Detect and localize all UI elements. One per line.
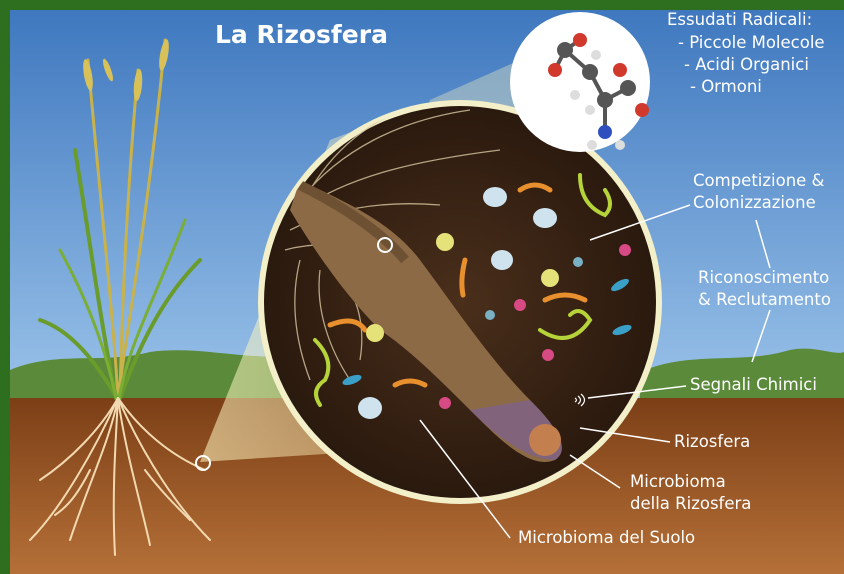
- competition-label-line1: Competizione &: [693, 173, 824, 190]
- carbon-atom: [557, 42, 573, 58]
- soil-microbiome-label: Microbioma del Suolo: [518, 530, 695, 547]
- exudate-item: - Piccole Molecole: [678, 35, 825, 52]
- chemical-signals-label: Segnali Chimici: [690, 377, 817, 394]
- competition-label-line2: Colonizzazione: [693, 195, 816, 212]
- rhizosphere-microbiome-line1: Microbioma: [630, 474, 726, 491]
- rhizosphere-label: Rizosfera: [674, 434, 750, 451]
- molecule-bubble: [510, 12, 650, 152]
- rhizosphere-microbiome-line2: della Rizosfera: [630, 496, 751, 513]
- recognition-label-line1: Riconoscimento: [698, 270, 829, 287]
- diagram-title: La Rizosfera: [215, 22, 388, 47]
- magnified-view: [258, 100, 662, 504]
- root-tip: [529, 424, 561, 456]
- exudate-item: - Ormoni: [690, 79, 762, 96]
- oxygen-atom: [573, 33, 587, 47]
- exudate-item: - Acidi Organici: [684, 57, 809, 74]
- exudates-heading: Essudati Radicali:: [667, 12, 812, 29]
- recognition-label-line2: & Reclutamento: [698, 292, 831, 309]
- nitrogen-atom: [598, 125, 612, 139]
